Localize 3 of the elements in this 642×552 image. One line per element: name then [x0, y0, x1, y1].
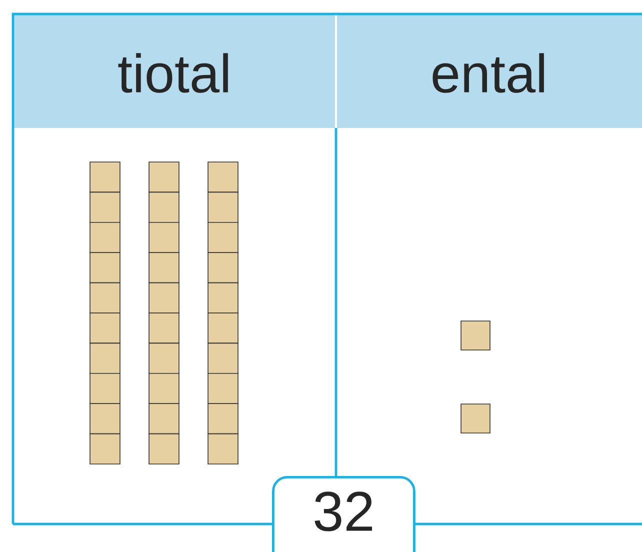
- answer-box: 32: [272, 476, 416, 552]
- header-cell: ental: [336, 14, 642, 128]
- header-cell: tiotal: [13, 14, 336, 128]
